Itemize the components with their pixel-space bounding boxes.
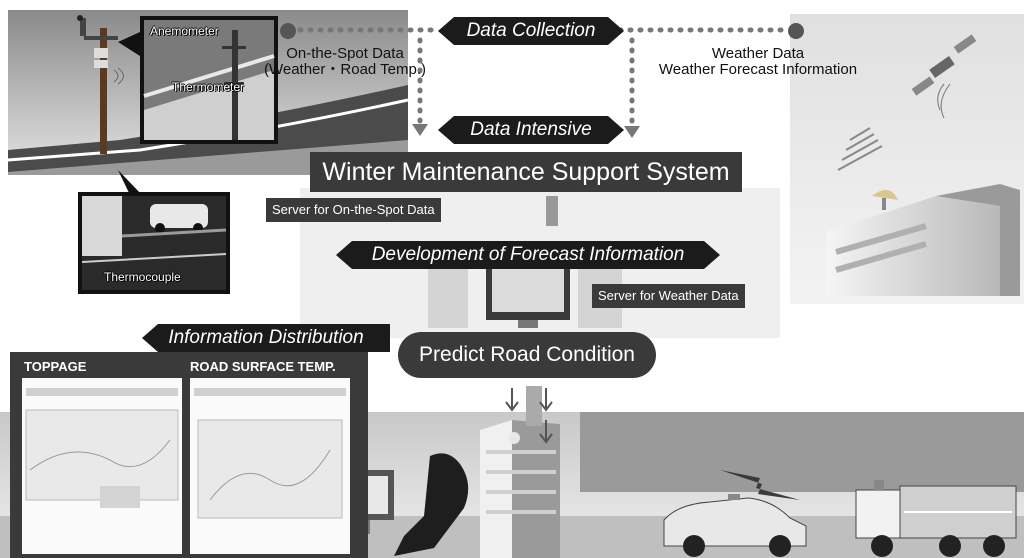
connector-node xyxy=(788,23,804,39)
signal-waves-icon xyxy=(837,127,883,171)
thermocouple-photo xyxy=(78,170,230,294)
screen-title-road-temp: ROAD SURFACE TEMP. xyxy=(190,359,336,374)
weather-line1: Weather Data xyxy=(711,45,805,62)
ribbon-forecast-development: Development of Forecast Information xyxy=(336,241,720,269)
ribbon-data-intensive: Data Intensive xyxy=(438,116,624,144)
server-on-spot-label: Server for On-the-Spot Data xyxy=(266,198,441,222)
dotted-connectors xyxy=(287,27,793,129)
on-spot-line1: On-the-Spot Data xyxy=(286,45,404,62)
ribbon-information-distribution: Information Distribution xyxy=(142,324,390,352)
screen-title-toppage: TOPPAGE xyxy=(24,359,87,374)
weather-data-label: Weather Data Weather Forecast Informatio… xyxy=(646,46,870,78)
satellite-icon xyxy=(911,34,977,119)
system-title: Winter Maintenance Support System xyxy=(310,152,742,192)
weather-center-scene xyxy=(790,14,1024,304)
weather-line2: Weather Forecast Information xyxy=(658,61,858,78)
arrow-down-icon xyxy=(412,124,428,136)
distribution-arrows xyxy=(505,388,553,444)
snow-plow-truck-icon xyxy=(855,480,1017,557)
connector-node xyxy=(280,23,296,39)
on-spot-line2: (Weather・Road Temp.) xyxy=(263,61,426,78)
lightning-icon xyxy=(720,470,800,500)
monitor-screens xyxy=(10,352,368,558)
weather-pole-icon xyxy=(77,15,124,154)
anemometer-photo xyxy=(118,16,278,144)
arrow-down-icon xyxy=(624,126,640,138)
patrol-car-icon xyxy=(663,494,807,557)
predict-road-condition: Predict Road Condition xyxy=(398,332,656,378)
thermocouple-label: Thermocouple xyxy=(104,270,181,284)
thermometer-label: Thermometer xyxy=(172,80,245,94)
on-spot-data-label: On-the-Spot Data (Weather・Road Temp.) xyxy=(254,46,436,78)
ribbon-data-collection: Data Collection xyxy=(438,17,624,45)
server-weather-label: Server for Weather Data xyxy=(592,284,745,308)
anemometer-label: Anemometer xyxy=(150,24,219,38)
